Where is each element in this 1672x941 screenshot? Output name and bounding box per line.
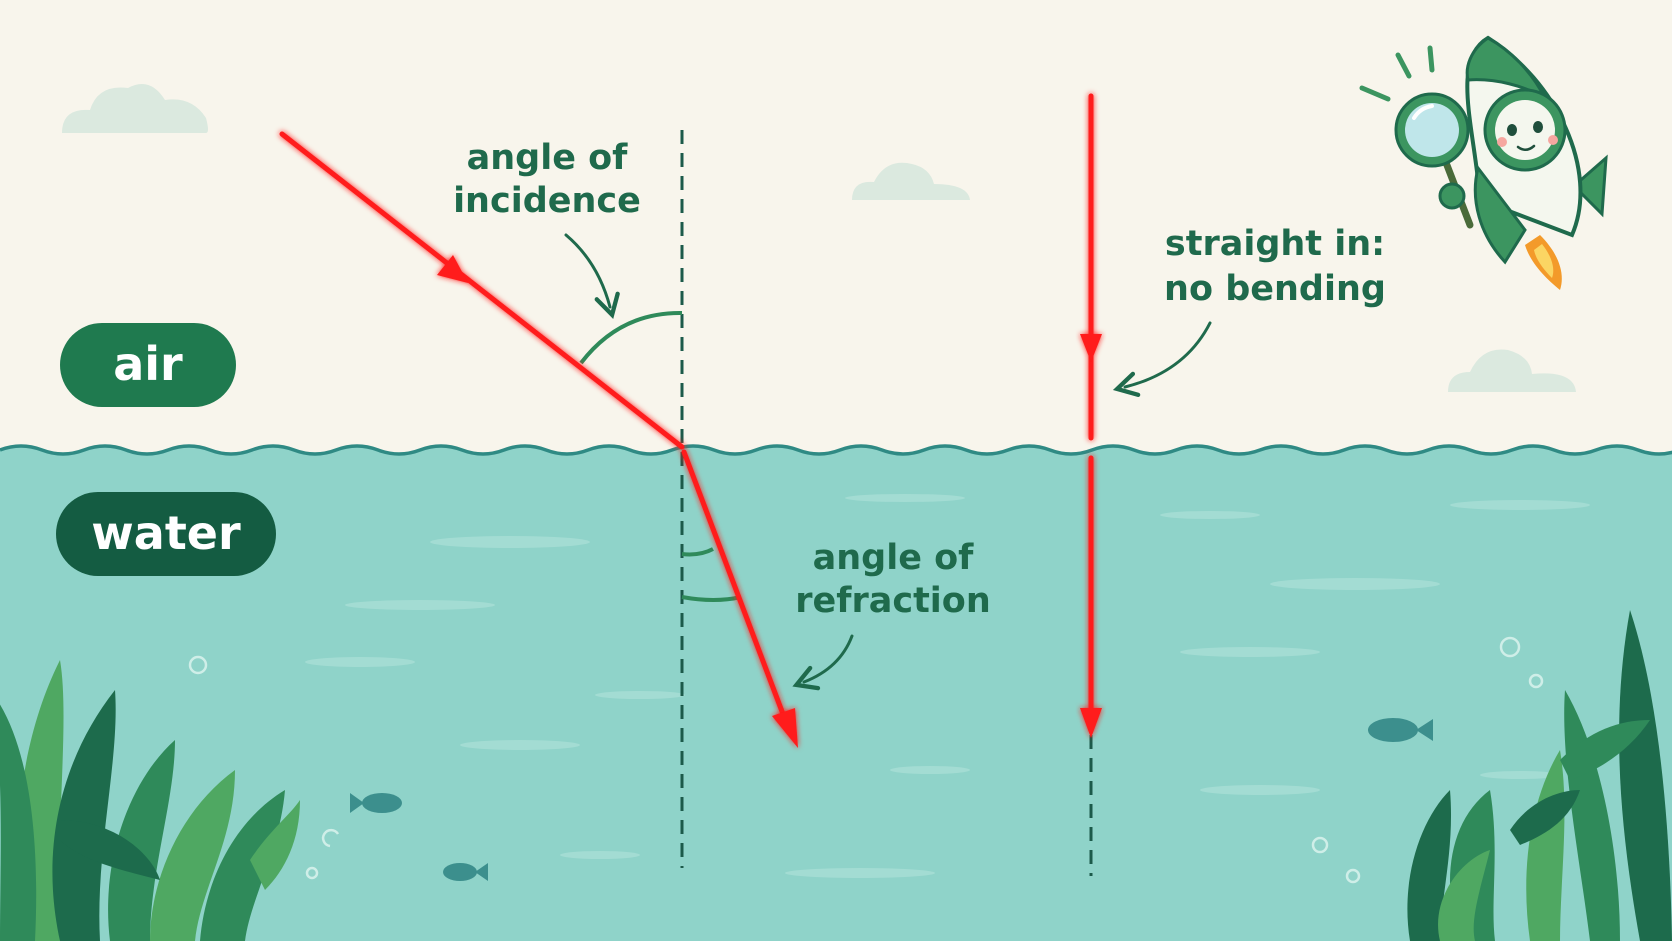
water-body bbox=[0, 446, 1672, 941]
straight-ray bbox=[1080, 93, 1102, 738]
seaweed-icon bbox=[1407, 610, 1672, 941]
air-label: air bbox=[113, 337, 183, 391]
incidence-angle-arc bbox=[579, 310, 683, 365]
refraction-angle-arc bbox=[681, 547, 714, 557]
refraction-label-line2: refraction bbox=[795, 581, 991, 621]
cloud-icon bbox=[62, 84, 208, 133]
refracted-ray bbox=[681, 449, 798, 748]
air-label-pill: air bbox=[60, 323, 236, 407]
fish-icon bbox=[350, 793, 402, 813]
incidence-label-line1: angle of bbox=[467, 138, 629, 178]
arrow-icon bbox=[1080, 334, 1102, 362]
sky-background bbox=[0, 0, 1672, 450]
rocket-mascot-icon bbox=[1465, 35, 1608, 290]
refraction-label-line1: angle of bbox=[813, 538, 975, 578]
cloud-icon bbox=[1448, 349, 1576, 392]
water-surface-line bbox=[0, 444, 1672, 456]
water-label-pill: water bbox=[56, 492, 276, 576]
arrow-icon bbox=[792, 634, 854, 691]
water-ripples bbox=[305, 494, 1590, 878]
fish-icon bbox=[1368, 718, 1433, 742]
arrow-icon bbox=[437, 255, 468, 283]
incidence-label-line2: incidence bbox=[453, 181, 641, 221]
seaweed-icon bbox=[0, 660, 300, 941]
arrow-icon bbox=[1080, 708, 1102, 738]
arrow-icon bbox=[772, 708, 798, 748]
arrow-icon bbox=[564, 233, 620, 320]
incident-ray bbox=[279, 131, 685, 450]
straight-label-line1: straight in: bbox=[1165, 224, 1385, 264]
cloud-icon bbox=[852, 162, 970, 200]
bubble-icon bbox=[188, 636, 1544, 884]
arrow-icon bbox=[1112, 321, 1212, 398]
water-label: water bbox=[91, 506, 241, 560]
straight-label-line2: no bending bbox=[1164, 269, 1386, 309]
fish-icon bbox=[443, 863, 488, 881]
magnifier-icon bbox=[1359, 45, 1474, 229]
